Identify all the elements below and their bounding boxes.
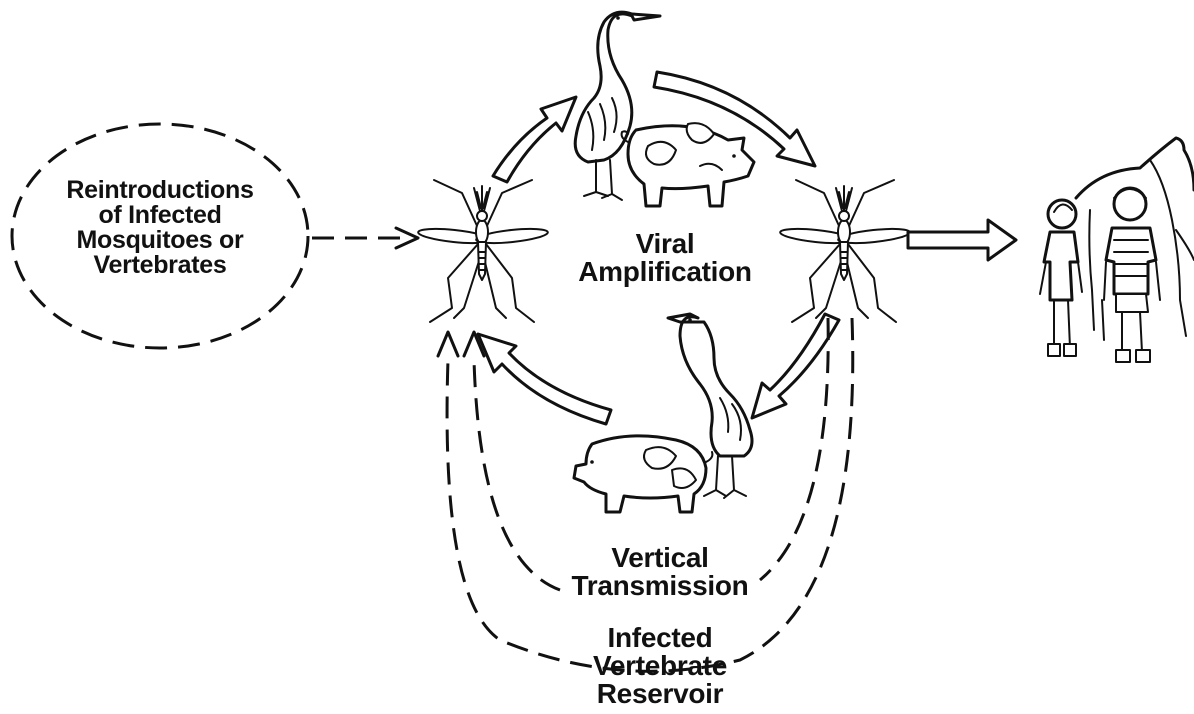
- mosquito-icon: [780, 180, 911, 322]
- vertical-transmission-label: Vertical Transmission: [550, 544, 770, 600]
- children-and-horse-icon: [1040, 138, 1194, 362]
- loop-arrowhead: [438, 332, 458, 356]
- cycle-arrow: [493, 97, 576, 182]
- spillover-arrow: [908, 220, 1016, 260]
- pig-icon: [574, 436, 712, 512]
- reintroductions-label: Reintroductions of Infected Mosquitoes o…: [40, 178, 280, 278]
- cycle-arrow: [478, 334, 611, 424]
- reintroduction-arrow: [312, 228, 418, 248]
- mosquito-icon: [418, 180, 549, 322]
- infected-reservoir-label: Infected Vertebrate Reservoir: [550, 624, 770, 708]
- pig-icon: [622, 123, 754, 206]
- viral-amplification-label: Viral Amplification: [560, 230, 770, 286]
